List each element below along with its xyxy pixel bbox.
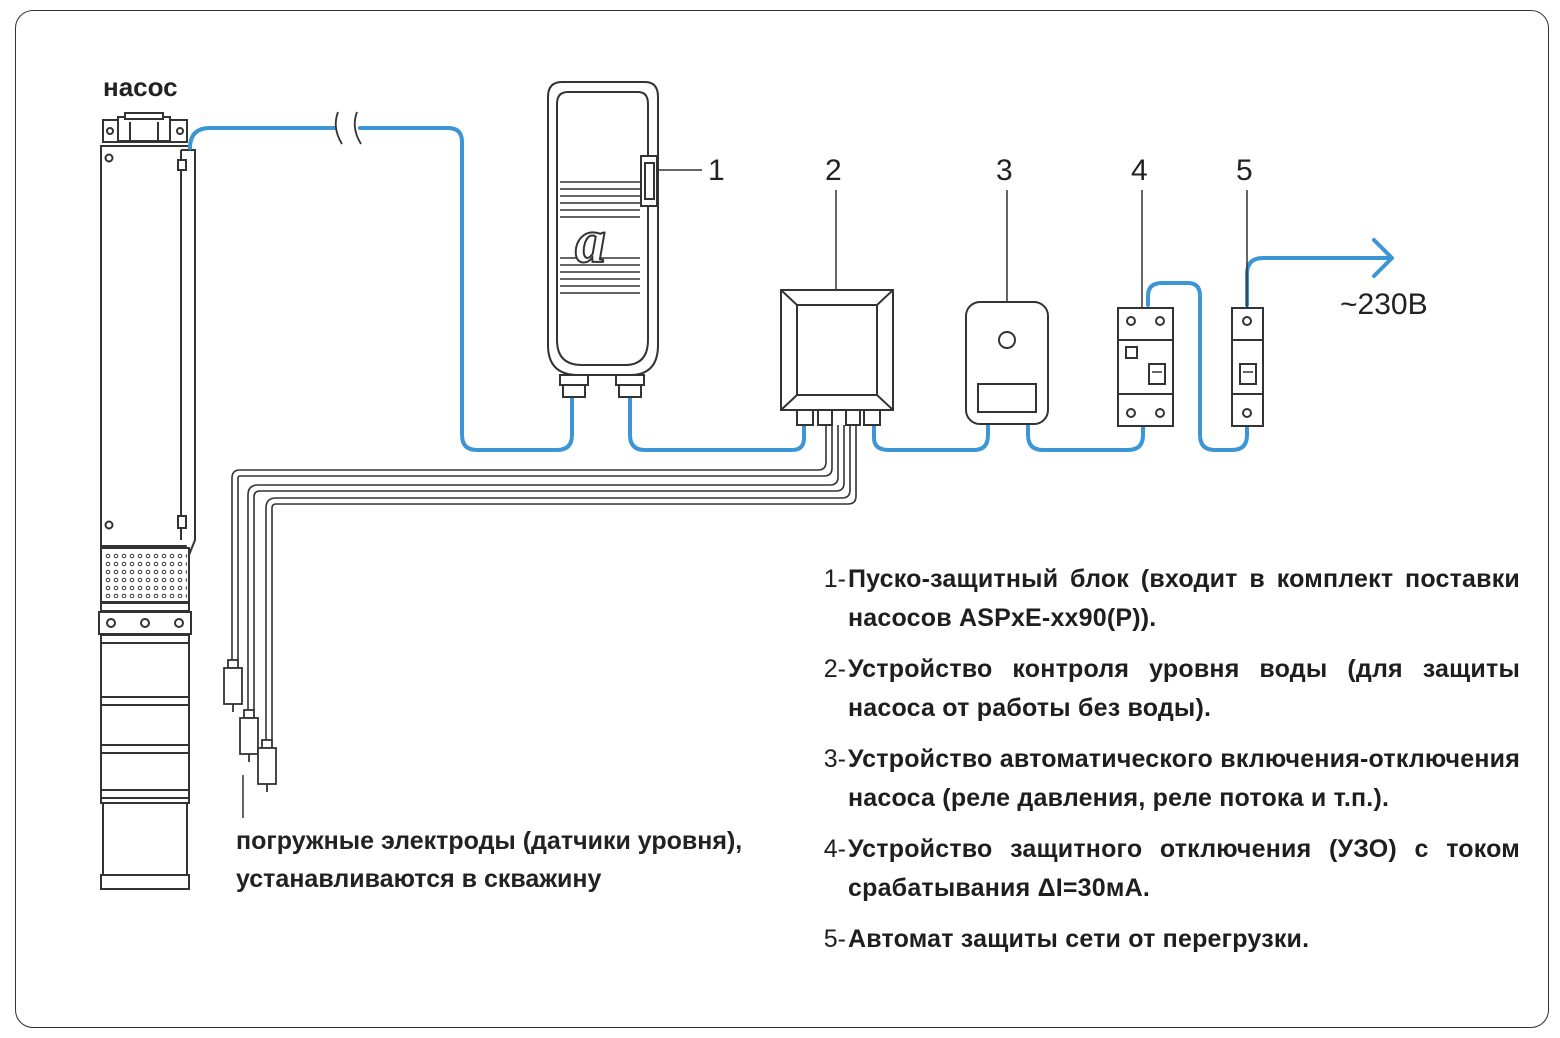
callout-1: 1 [708,154,725,187]
device-5-breaker [1231,307,1264,427]
callout-4: 4 [1131,154,1148,187]
legend-item-1: 1- Пуско-защитный блок (входит в комплек… [808,560,1520,638]
diagram-frame [15,10,1549,1028]
device-4-rcd [1117,307,1174,427]
callout-3: 3 [996,154,1013,187]
legend-text: Устройство защитного отключения (УЗО) с … [848,835,1520,902]
electrodes-caption: погружные электроды (датчики уровня), ус… [236,822,742,898]
callout-5: 5 [1236,154,1253,187]
legend-text: Пуско-защитный блок (входит в комплект п… [848,565,1520,632]
legend-number: 1- [823,565,846,593]
legend-number: 5- [823,925,846,953]
legend-text: Устройство автоматического включения-отк… [848,745,1520,812]
legend-item-4: 4- Устройство защитного отключения (УЗО)… [808,830,1520,908]
submersible-electrodes [223,659,277,792]
legend-text: Автомат защиты сети от перегрузки. [848,925,1310,953]
device-1-control-block [547,81,659,398]
legend-item-3: 3- Устройство автоматического включения-… [808,740,1520,818]
voltage-label: ~230В [1340,288,1428,321]
legend-number: 2- [823,655,846,683]
device-3-pressure-switch [965,301,1049,425]
legend-number: 3- [823,745,846,773]
callout-leaders [658,169,1248,308]
pump-label: насос [103,72,178,102]
electrodes-caption-line-2: устанавливаются в скважину [236,865,602,893]
electrodes-caption-line-1: погружные электроды (датчики уровня), [236,827,743,855]
pump [98,112,196,890]
legend-text: Устройство контроля уровня воды (для защ… [848,655,1520,722]
device-2-level-control [780,289,894,426]
brand-logo-a: a [575,208,606,276]
legend-item-5: 5- Автомат защиты сети от перегрузки. [808,920,1520,959]
callout-2: 2 [825,154,842,187]
cable-break-mark [334,111,362,145]
legend: 1- Пуско-защитный блок (входит в комплек… [808,560,1520,971]
electrode-wires [231,425,857,740]
legend-item-2: 2- Устройство контроля уровня воды (для … [808,650,1520,728]
legend-number: 4- [823,835,846,863]
